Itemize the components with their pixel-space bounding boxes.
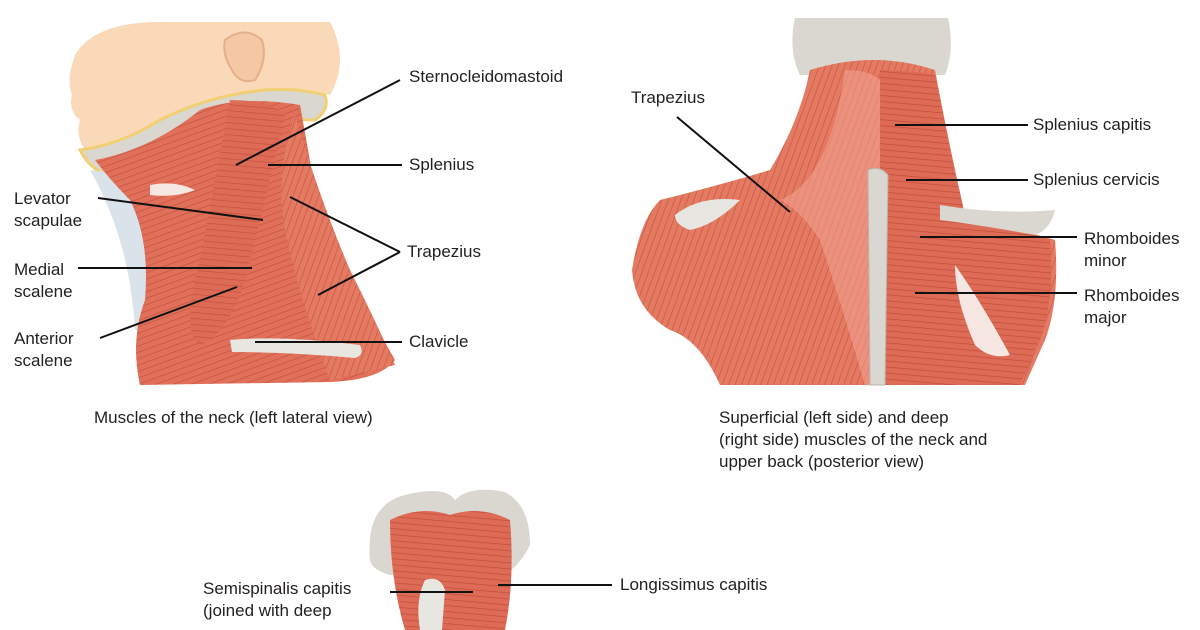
deep-muscle-column (390, 511, 512, 630)
label-splenius-capitis: Splenius capitis (1033, 114, 1151, 136)
label-trapezius-lateral: Trapezius (407, 241, 481, 263)
label-splenius-cervicis: Splenius cervicis (1033, 169, 1160, 191)
label-longissimus-capitis: Longissimus capitis (620, 574, 767, 596)
label-levator-scapulae: Levator scapulae (14, 188, 82, 232)
label-clavicle: Clavicle (409, 331, 469, 353)
label-anterior-scalene: Anterior scalene (14, 328, 74, 372)
label-sternocleidomastoid: Sternocleidomastoid (409, 66, 563, 88)
posterior-back-illustration (632, 18, 1056, 385)
caption-lateral: Muscles of the neck (left lateral view) (94, 407, 373, 429)
label-medial-scalene: Medial scalene (14, 259, 73, 303)
deep-posterior-illustration (369, 490, 530, 630)
label-semispinalis-capitis: Semispinalis capitis (joined with deep (203, 578, 351, 622)
deep-vertebrae (418, 579, 445, 630)
posterior-spine (868, 168, 888, 385)
label-trapezius-posterior: Trapezius (631, 87, 705, 109)
label-rhomboides-minor: Rhomboides minor (1084, 228, 1179, 272)
label-rhomboides-major: Rhomboides major (1084, 285, 1179, 329)
caption-posterior: Superficial (left side) and deep (right … (719, 407, 987, 473)
label-splenius: Splenius (409, 154, 474, 176)
